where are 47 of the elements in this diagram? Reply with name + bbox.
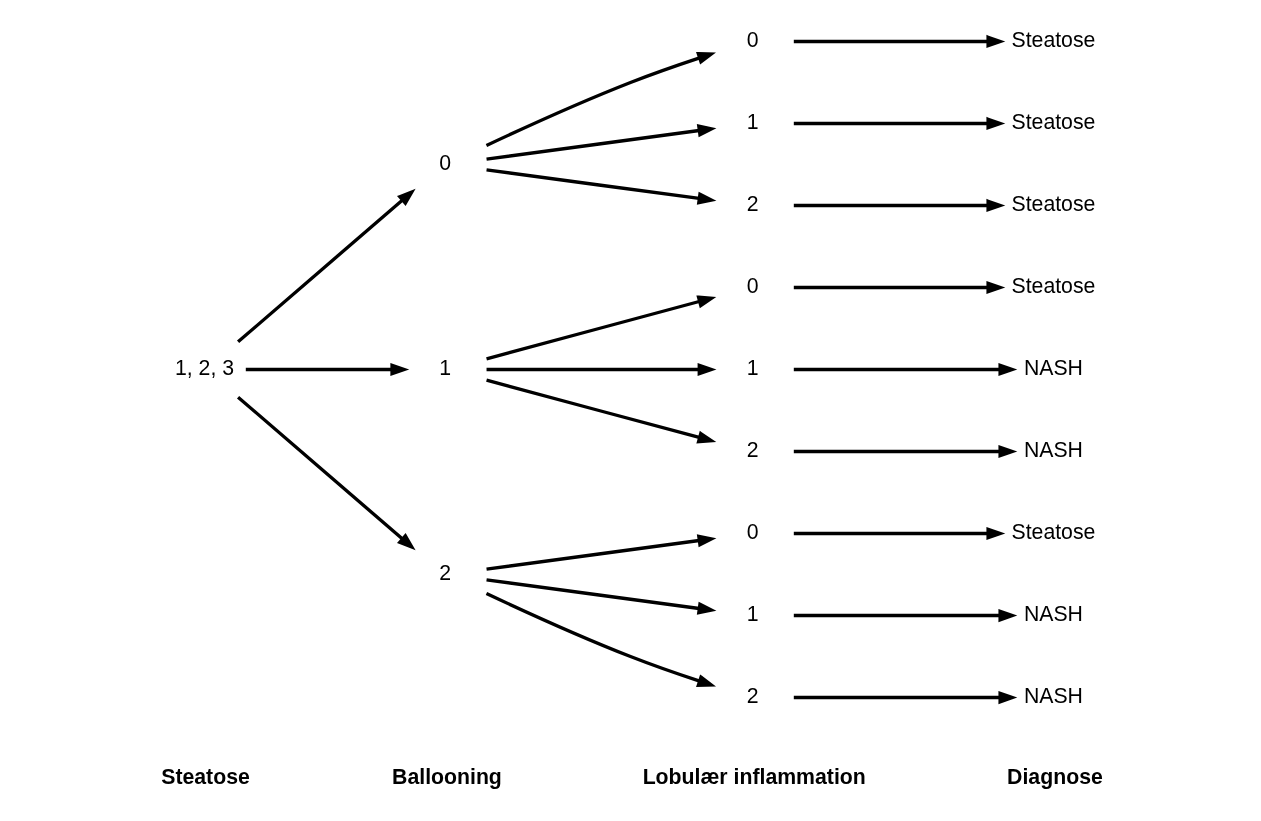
arrow bbox=[793, 116, 1006, 131]
arrow bbox=[485, 592, 716, 687]
node-text: NASH bbox=[1023, 602, 1083, 627]
arrow bbox=[793, 526, 1006, 541]
node-text: 2 bbox=[439, 561, 452, 586]
node-text: NASH bbox=[1023, 356, 1083, 381]
arrow bbox=[237, 395, 416, 551]
node-text: 2 bbox=[746, 438, 759, 463]
node-text: 0 bbox=[746, 28, 759, 53]
node-text: 2 bbox=[746, 192, 759, 217]
arrow bbox=[486, 168, 717, 205]
arrow bbox=[793, 444, 1018, 459]
arrow bbox=[486, 534, 717, 571]
node-text: Steatose bbox=[1011, 520, 1096, 545]
label: Lobulær inflammation bbox=[642, 764, 866, 789]
node-text: 0 bbox=[439, 151, 452, 176]
arrow bbox=[793, 280, 1006, 295]
node-text: NASH bbox=[1023, 684, 1083, 709]
arrow bbox=[486, 362, 717, 377]
arrow bbox=[485, 52, 716, 147]
arrow bbox=[486, 578, 717, 615]
arrow bbox=[793, 198, 1006, 213]
node-text: Steatose bbox=[1011, 110, 1096, 135]
node-text: 1, 2, 3 bbox=[174, 356, 235, 381]
arrow bbox=[793, 690, 1018, 705]
arrow bbox=[793, 608, 1018, 623]
arrow bbox=[793, 34, 1006, 49]
arrow bbox=[793, 362, 1018, 377]
node-text: Steatose bbox=[1011, 192, 1096, 217]
node-text: Steatose bbox=[1011, 28, 1096, 53]
label: Ballooning bbox=[392, 764, 502, 789]
node-text: NASH bbox=[1023, 438, 1083, 463]
node-text: 2 bbox=[746, 684, 759, 709]
node-text: 1 bbox=[746, 356, 759, 381]
label: Steatose bbox=[161, 764, 250, 789]
arrow bbox=[486, 124, 717, 161]
node-text: 0 bbox=[746, 520, 759, 545]
arrow bbox=[486, 295, 717, 361]
node-text: 1 bbox=[746, 110, 759, 135]
arrow bbox=[486, 378, 717, 444]
label: Diagnose bbox=[1007, 764, 1103, 789]
arrow bbox=[245, 362, 410, 377]
arrow bbox=[237, 188, 416, 344]
node-text: 0 bbox=[746, 274, 759, 299]
node-text: 1 bbox=[439, 356, 452, 381]
node-text: 1 bbox=[746, 602, 759, 627]
node-text: Steatose bbox=[1011, 274, 1096, 299]
